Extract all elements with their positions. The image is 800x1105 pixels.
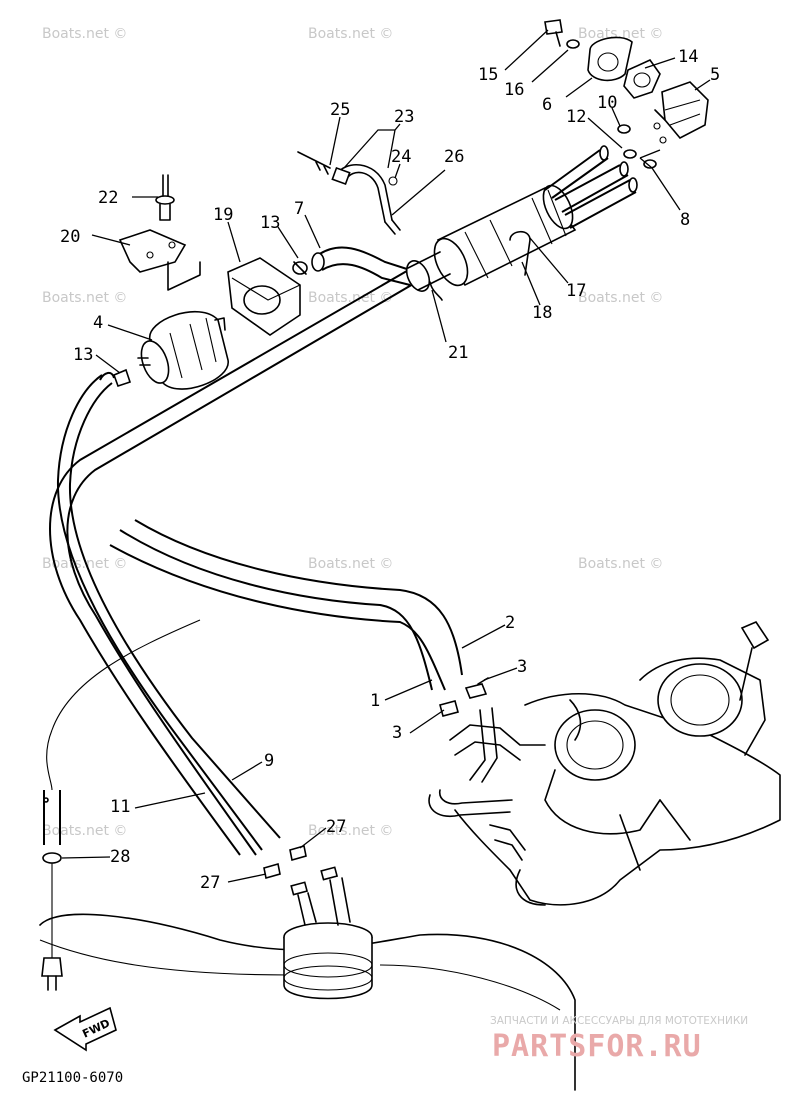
- callout-28: 28: [110, 847, 130, 867]
- callout-4: 4: [93, 313, 103, 333]
- callout-15: 15: [478, 65, 498, 85]
- engine-assembly: [428, 621, 781, 906]
- fuel-filter: [137, 310, 229, 390]
- callouts: 15 16 6 14 5 10 12 8 25 23 24 26 22 20 1…: [60, 47, 720, 893]
- callout-3: 3: [517, 657, 527, 677]
- callout-12: 12: [566, 107, 586, 127]
- clamps: [42, 368, 489, 880]
- callout-18: 18: [532, 303, 552, 323]
- callout-23: 23: [394, 107, 414, 127]
- callout-11: 11: [110, 797, 130, 817]
- callout-7: 7: [294, 199, 304, 219]
- shop-tagline: ЗАПЧАСТИ И АКСЕССУАРЫ ДЛЯ МОТОТЕХНИКИ: [490, 1015, 748, 1027]
- callout-26: 26: [444, 147, 464, 167]
- callout-9: 9: [264, 751, 274, 771]
- callout-27: 27: [200, 873, 220, 893]
- callout-3: 3: [392, 723, 402, 743]
- callout-8: 8: [680, 210, 690, 230]
- shop-logo: PARTSFOR.RU: [492, 1029, 702, 1064]
- fuel-hoses: [43, 267, 463, 958]
- watermark: Boats.net ©: [578, 290, 663, 306]
- callout-14: 14: [678, 47, 698, 67]
- watermark: Boats.net ©: [308, 26, 393, 42]
- water-separator: [405, 145, 638, 301]
- watermark: Boats.net ©: [42, 290, 127, 306]
- callout-2: 2: [505, 613, 515, 633]
- callout-17: 17: [566, 281, 586, 301]
- callout-27: 27: [326, 817, 346, 837]
- watermark: Boats.net ©: [308, 290, 393, 306]
- callout-20: 20: [60, 227, 80, 247]
- shop-watermark: ЗАПЧАСТИ И АКСЕССУАРЫ ДЛЯ МОТОТЕХНИКИ PA…: [490, 1015, 748, 1064]
- callout-24: 24: [391, 147, 411, 167]
- leader-lines: [61, 29, 711, 883]
- watermark: Boats.net ©: [42, 823, 127, 839]
- watermark: Boats.net ©: [308, 823, 393, 839]
- diagram-code: GP21100-6070: [22, 1070, 123, 1086]
- watermark: Boats.net ©: [308, 556, 393, 572]
- callout-1: 1: [370, 691, 380, 711]
- callout-21: 21: [448, 343, 468, 363]
- watermark: Boats.net ©: [578, 556, 663, 572]
- callout-19: 19: [213, 205, 233, 225]
- callout-13: 13: [260, 213, 280, 233]
- cock-assembly: [544, 19, 709, 169]
- callout-25: 25: [330, 100, 350, 120]
- fwd-arrow-icon: FWD: [53, 1006, 117, 1052]
- fuel-tank: [39, 866, 576, 1091]
- watermark: Boats.net ©: [578, 26, 663, 42]
- watermark: Boats.net ©: [42, 26, 127, 42]
- callout-22: 22: [98, 188, 118, 208]
- strap: [297, 151, 401, 235]
- hose-7: [292, 246, 411, 286]
- callout-13: 13: [73, 345, 93, 365]
- callout-6: 6: [542, 95, 552, 115]
- filter-bracket: [227, 257, 301, 336]
- callout-5: 5: [710, 65, 720, 85]
- watermark: Boats.net ©: [42, 556, 127, 572]
- callout-10: 10: [597, 93, 617, 113]
- watermarks: Boats.net © Boats.net © Boats.net © Boat…: [42, 26, 663, 839]
- bracket-rivet: [118, 174, 201, 291]
- callout-16: 16: [504, 80, 524, 100]
